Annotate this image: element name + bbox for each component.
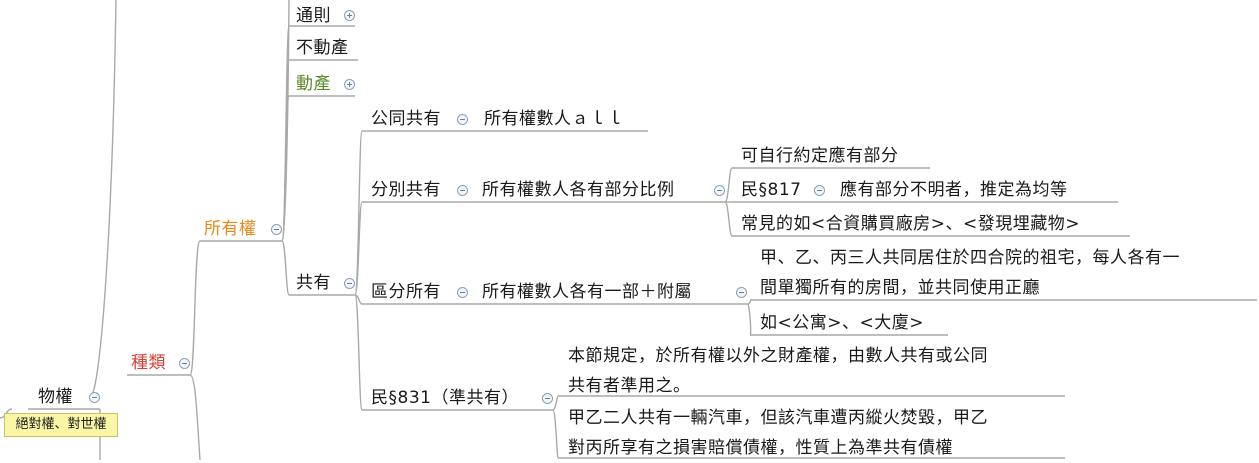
- branch-connector: [281, 240, 290, 296]
- separate-child-examples[interactable]: 常見的如<合資購買廠房>、<發現埋藏物>: [741, 214, 1080, 234]
- general-topic[interactable]: 通則: [296, 6, 331, 26]
- collapse-toggle-icon[interactable]: [457, 287, 468, 298]
- branch-connector: [724, 167, 733, 203]
- collapse-toggle-icon[interactable]: [714, 185, 725, 196]
- collapse-toggle-icon[interactable]: [457, 185, 468, 196]
- collapse-toggle-icon[interactable]: [344, 278, 355, 289]
- branch-connector: [354, 294, 363, 411]
- quasi-example-text[interactable]: 甲乙二人共有一輛汽車，但該汽車遭丙縱火焚毀，甲乙 對丙所享有之損害賠償債權，性質…: [568, 408, 988, 458]
- collapse-toggle-icon[interactable]: [457, 114, 468, 125]
- separate-ownership-desc[interactable]: 所有權數人各有部分比例: [482, 180, 675, 200]
- branch-connector: [747, 303, 752, 336]
- root-note: 絕對權、對世權: [4, 413, 118, 437]
- partition-example-courtyard[interactable]: 甲、乙、丙三人共同居住於四合院的祖宅，每人各有一 間單獨所有的房間，並共同使用正…: [760, 248, 1180, 298]
- branch-connector: [189, 240, 201, 376]
- quasi-coownership-topic[interactable]: 民§831（準共有）: [371, 388, 519, 408]
- partition-ownership-desc[interactable]: 所有權數人各有一部＋附屬: [482, 282, 692, 302]
- separate-child-agree[interactable]: 可自行約定應有部分: [741, 146, 899, 166]
- expand-toggle-icon[interactable]: [344, 10, 355, 21]
- partition-ownership-topic[interactable]: 區分所有: [371, 282, 441, 302]
- collapse-toggle-icon[interactable]: [89, 392, 100, 403]
- separate-child-article-817[interactable]: 民§817: [741, 180, 802, 200]
- types-topic[interactable]: 種類: [131, 353, 166, 373]
- joint-ownership-desc[interactable]: 所有權數人ａｌｌ: [484, 109, 624, 129]
- branch-connector: [552, 395, 559, 411]
- movable-topic[interactable]: 動產: [296, 74, 331, 94]
- partition-example-apartment[interactable]: 如<公寓>、<大廈>: [760, 313, 924, 333]
- immovable-topic[interactable]: 不動產: [296, 38, 349, 58]
- article-817-detail[interactable]: 應有部分不明者，推定為均等: [840, 180, 1068, 200]
- quasi-rule-text[interactable]: 本節規定，於所有權以外之財產權，由數人共有或公同 共有者準用之。: [568, 346, 988, 396]
- branch-connector: [354, 294, 363, 305]
- collapse-toggle-icon[interactable]: [814, 185, 825, 196]
- types-branch-down: [189, 374, 201, 460]
- expand-toggle-icon[interactable]: [344, 79, 355, 90]
- collapse-toggle-icon[interactable]: [736, 287, 747, 298]
- root-topic[interactable]: 物權: [38, 387, 73, 407]
- separate-ownership-topic[interactable]: 分別共有: [371, 180, 441, 200]
- ownership-topic[interactable]: 所有權: [204, 219, 257, 239]
- ownership-branch-up: [281, 0, 290, 242]
- branch-connector: [552, 409, 559, 459]
- branch-connector: [354, 201, 363, 296]
- coownership-topic[interactable]: 共有: [296, 273, 331, 293]
- branch-connector: [747, 299, 752, 305]
- joint-ownership-topic[interactable]: 公同共有: [371, 109, 441, 129]
- collapse-toggle-icon[interactable]: [542, 393, 553, 404]
- collapse-toggle-icon[interactable]: [179, 358, 190, 369]
- collapse-toggle-icon[interactable]: [271, 224, 282, 235]
- branch-connector: [724, 201, 733, 237]
- root-branch-up: [91, 0, 117, 396]
